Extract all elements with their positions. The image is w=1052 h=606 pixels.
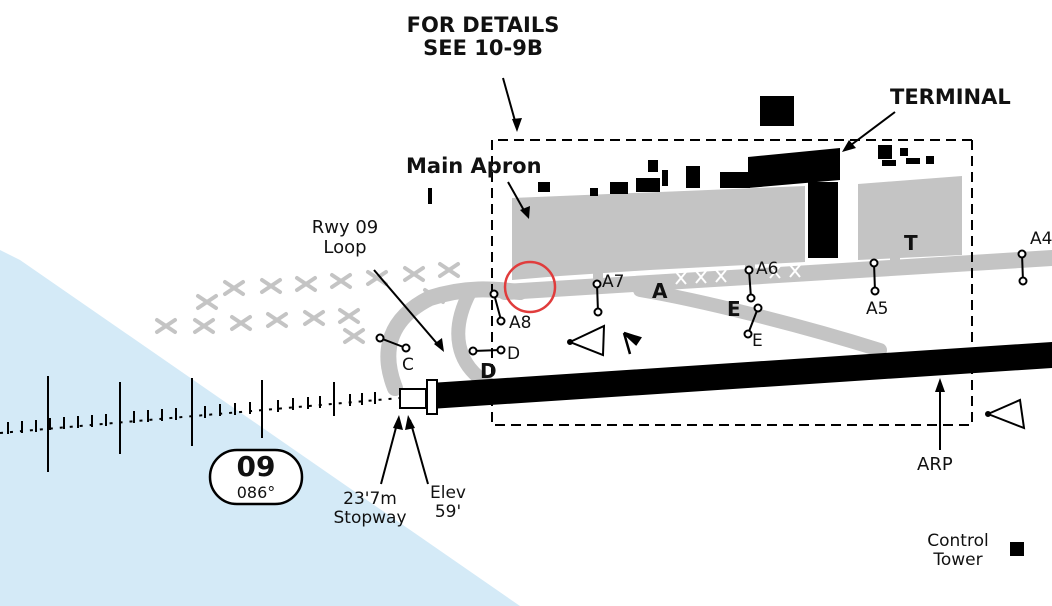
wind-cone-icon bbox=[567, 324, 606, 357]
arp-label: ARP bbox=[917, 454, 953, 475]
stopway bbox=[399, 388, 427, 409]
wind-sock-icon bbox=[622, 331, 642, 355]
details-boundary bbox=[491, 139, 973, 426]
approach-lighting bbox=[0, 376, 401, 472]
terminal-label: TERMINAL bbox=[890, 85, 1011, 109]
main-apron-label: Main Apron bbox=[406, 154, 542, 178]
details-line1: FOR DETAILS bbox=[406, 13, 560, 37]
taxiway-a6-label: A6 bbox=[756, 259, 779, 279]
elev-callout: Elev 59' bbox=[420, 484, 476, 521]
stopway-line2: Stopway bbox=[333, 507, 407, 528]
control-tower-icon bbox=[1010, 542, 1024, 556]
taxiway-d-label: D bbox=[480, 359, 497, 383]
loop-line2: Loop bbox=[323, 236, 367, 258]
runway-threshold-bar bbox=[426, 379, 438, 415]
taxiway-a8-label: A8 bbox=[509, 313, 532, 333]
taxiway-t-label: T bbox=[904, 231, 918, 255]
stopway-line1: 23'7m bbox=[343, 489, 397, 509]
taxiway-e-hold-label: E bbox=[752, 331, 763, 351]
taxiway-e-label: E bbox=[727, 297, 741, 321]
main-apron bbox=[512, 186, 805, 280]
taxiway-a4-label: A4 bbox=[1030, 229, 1052, 249]
callout-arrows bbox=[373, 77, 941, 485]
east-apron bbox=[858, 176, 962, 260]
taxiway-a-label: A bbox=[652, 279, 668, 303]
water-area bbox=[0, 250, 520, 606]
closed-taxiway-marks bbox=[155, 262, 460, 344]
taxiway-a-closed-marks bbox=[675, 264, 801, 285]
elev-line2: 59' bbox=[434, 501, 462, 522]
taxiway-c-label: C bbox=[402, 355, 414, 375]
details-callout: FOR DETAILS SEE 10-9B bbox=[398, 13, 568, 61]
details-line2: SEE 10-9B bbox=[423, 36, 543, 61]
runway-09 bbox=[430, 342, 1052, 409]
stopway-callout: 23'7m Stopway bbox=[325, 490, 415, 527]
taxiway-a5-label: A5 bbox=[866, 299, 889, 319]
wind-cone-icon-east bbox=[985, 398, 1026, 430]
runway-number: 09 bbox=[236, 450, 276, 483]
control-tower-legend: Control Tower bbox=[916, 532, 1000, 569]
elev-line1: Elev bbox=[430, 483, 466, 503]
runway-designator-oval bbox=[208, 448, 304, 506]
runway-heading: 086° bbox=[236, 483, 276, 502]
buildings bbox=[428, 96, 934, 258]
taxiway-a7-label: A7 bbox=[602, 272, 625, 292]
loop-line1: Rwy 09 bbox=[311, 217, 379, 238]
highlight-ring bbox=[503, 260, 557, 314]
taxiway-d-hold-label: D bbox=[507, 344, 521, 364]
holding-points bbox=[375, 249, 1028, 356]
tower-line2: Tower bbox=[933, 549, 983, 570]
tower-line1: Control bbox=[927, 531, 989, 551]
arrowheads bbox=[393, 118, 945, 430]
loop-callout: Rwy 09 Loop bbox=[295, 218, 395, 258]
